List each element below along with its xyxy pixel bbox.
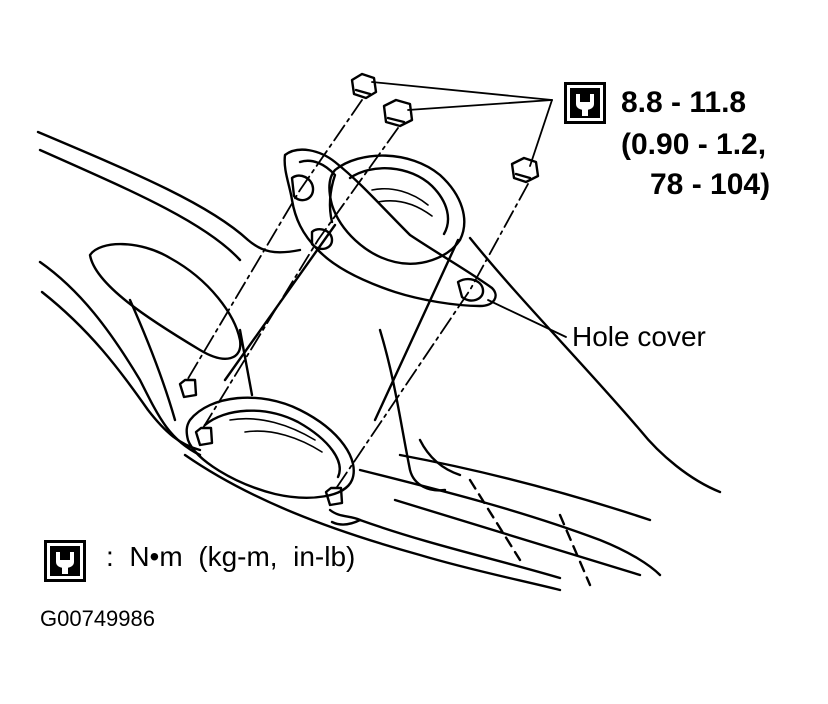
body-outline-upper — [36, 130, 302, 254]
torque-value-kgm: (0.90 - 1.2, — [621, 128, 767, 161]
lower-opening-inner — [203, 409, 341, 479]
nut-2 — [382, 98, 414, 128]
floor-edge-right — [358, 468, 662, 577]
lower-opening-shade — [229, 417, 316, 441]
stud-left — [178, 378, 198, 399]
body-outline-lower — [38, 260, 202, 457]
legend-units-text: : N•m (kg-m, in-lb) — [106, 541, 356, 572]
floor-edge-right-2 — [398, 453, 652, 522]
tunnel-inner-mid — [238, 328, 254, 397]
hole-cover-tab — [310, 228, 334, 251]
body-outline-upper-inner — [38, 148, 242, 262]
floor-seam-2 — [468, 478, 522, 562]
lower-opening-outer — [185, 396, 355, 499]
upper-collar-shade-2 — [377, 200, 433, 217]
nut-3 — [510, 156, 540, 184]
floor-seam — [393, 498, 642, 577]
body-outline-lower-2 — [40, 290, 202, 452]
stud-right — [324, 486, 344, 507]
figure-id: G00749986 — [40, 606, 155, 631]
hole-cover-leader — [487, 299, 567, 338]
lower-opening-shade-2 — [244, 430, 323, 453]
torque-value-nm: 8.8 - 11.8 — [621, 86, 747, 119]
legend-torque-wrench-icon — [44, 540, 86, 582]
tunnel-inner-right — [378, 328, 447, 492]
upper-collar-outer — [328, 154, 466, 265]
tunnel-inner-right-2 — [418, 438, 462, 477]
nut-1 — [350, 72, 378, 100]
hole-cover-bolt-boss-left — [290, 174, 315, 202]
tunnel-ridge-right — [468, 236, 722, 494]
alignment-lines — [185, 99, 529, 491]
recess-left — [88, 242, 242, 360]
upper-collar-shade-1 — [371, 188, 429, 206]
hole-cover-flange — [283, 148, 497, 308]
hole-cover-flange-inner — [298, 159, 337, 224]
torque-value-inlb: 78 - 104) — [650, 168, 771, 201]
torque-leaders — [371, 81, 553, 167]
hole-cover-bolt-boss-right — [456, 278, 485, 302]
torque-wrench-icon — [564, 82, 606, 124]
stud-mid — [194, 426, 214, 447]
hole-cover-label: Hole cover — [572, 321, 706, 352]
floor-seam-3 — [558, 513, 592, 587]
floor-edge-bottom — [183, 453, 562, 592]
floor-edge-bottom-2 — [358, 518, 562, 580]
pipe-right-edge — [373, 238, 460, 422]
tunnel-inner-left — [128, 298, 177, 422]
floor-notch — [328, 508, 362, 526]
upper-collar-inner — [348, 167, 450, 236]
